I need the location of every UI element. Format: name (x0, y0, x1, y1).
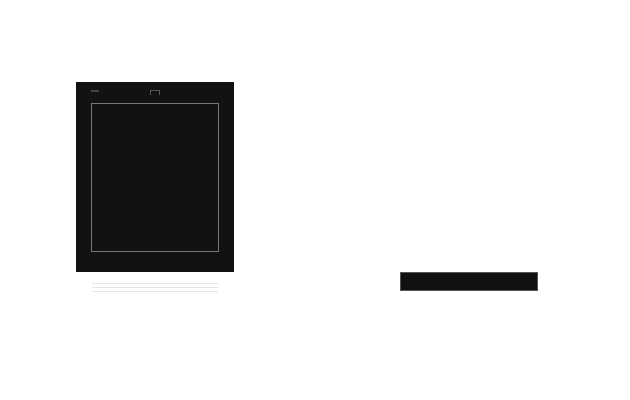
preview-panel (76, 82, 234, 272)
placeholder-text-lines (92, 283, 218, 295)
placeholder-line (92, 283, 218, 284)
dark-bar-button[interactable] (400, 272, 538, 291)
tab-icon[interactable] (150, 90, 160, 95)
content-frame (91, 103, 219, 252)
minus-icon[interactable] (91, 90, 99, 92)
placeholder-line (92, 287, 218, 288)
placeholder-line (92, 291, 218, 292)
